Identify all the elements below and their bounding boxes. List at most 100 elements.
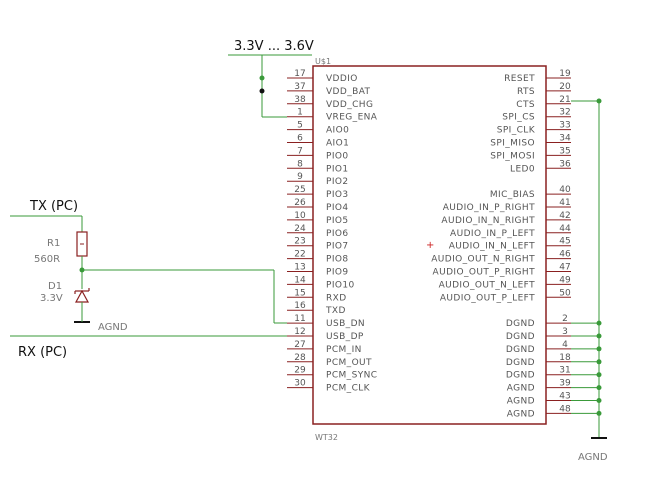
junction-dot bbox=[596, 98, 602, 104]
pin-name-right: AUDIO_IN_P_RIGHT bbox=[443, 203, 535, 213]
pin-name-left: PIO4 bbox=[326, 203, 349, 213]
junction-dot bbox=[596, 333, 602, 339]
pin-number-left: 10 bbox=[294, 211, 306, 221]
pin-number-right: 42 bbox=[559, 211, 570, 221]
pin-name-left: PIO10 bbox=[326, 280, 355, 290]
pin-name-left: PIO0 bbox=[326, 151, 349, 161]
part-value-label: WT32 bbox=[315, 433, 338, 442]
pin-number-right: 50 bbox=[559, 288, 571, 298]
pin-number-left: 14 bbox=[294, 275, 306, 285]
pin-number-left: 17 bbox=[294, 69, 305, 79]
pin-name-left: AIO0 bbox=[326, 126, 349, 136]
right-pin-group: 19RESET20RTS21CTS32SPI_CS33SPI_CLK34SPI_… bbox=[431, 69, 571, 419]
zener-diode-d1[interactable] bbox=[74, 288, 90, 303]
r1-value: 560R bbox=[34, 254, 60, 265]
supply-net: 3.3V ... 3.6V bbox=[228, 39, 314, 118]
pin-name-right: CTS bbox=[516, 100, 535, 110]
pin-name-right: SPI_CLK bbox=[497, 126, 536, 136]
pin-number-left: 22 bbox=[294, 250, 305, 260]
junction-dot bbox=[596, 398, 602, 403]
junction-dot bbox=[596, 346, 602, 352]
pin-name-left: PIO3 bbox=[326, 190, 349, 200]
pin-name-right: AUDIO_OUT_N_RIGHT bbox=[431, 255, 535, 265]
pin-number-left: 9 bbox=[297, 172, 303, 182]
part-name-label: U$1 bbox=[315, 57, 331, 66]
junction-dot bbox=[596, 359, 602, 365]
pin-number-right: 48 bbox=[559, 404, 571, 414]
pin-number-right: 32 bbox=[559, 108, 570, 118]
pin-number-right: 3 bbox=[562, 327, 568, 337]
pin-name-left: VREG_ENA bbox=[326, 113, 378, 123]
pin-name-left: VDDIO bbox=[326, 74, 358, 84]
pin-name-right: MIC_BIAS bbox=[490, 190, 535, 200]
pin-name-right: AGND bbox=[507, 397, 535, 407]
pin-name-left: VDD_CHG bbox=[326, 100, 373, 110]
pin-number-left: 11 bbox=[294, 314, 305, 324]
pin-number-right: 2 bbox=[562, 314, 568, 324]
junction-dot bbox=[596, 410, 602, 416]
agnd-right-label: AGND bbox=[578, 452, 608, 463]
pin-name-right: SPI_CS bbox=[502, 113, 535, 123]
pin-number-left: 12 bbox=[294, 327, 305, 337]
pin-number-right: 44 bbox=[559, 224, 571, 234]
pin-number-left: 29 bbox=[294, 366, 306, 376]
pin-name-left: PCM_SYNC bbox=[326, 371, 377, 381]
pin-number-right: 35 bbox=[559, 146, 570, 156]
tx-network: TX (PC) R1 560R D1 3.3V AGND bbox=[10, 199, 287, 333]
pin-name-right: RTS bbox=[517, 87, 535, 97]
pin-number-right: 43 bbox=[559, 392, 570, 402]
pin-number-right: 21 bbox=[559, 95, 570, 105]
pin-number-right: 20 bbox=[559, 82, 571, 92]
pin-number-right: 47 bbox=[559, 263, 570, 273]
pin-number-left: 24 bbox=[294, 224, 306, 234]
pin-name-right: RESET bbox=[504, 74, 535, 84]
pin-number-left: 7 bbox=[297, 146, 303, 156]
pin-name-left: PIO7 bbox=[326, 242, 349, 252]
pin-number-right: 18 bbox=[559, 353, 571, 363]
pin-name-right: DGND bbox=[506, 319, 535, 329]
junction-dot bbox=[596, 372, 602, 378]
pin-number-right: 19 bbox=[559, 69, 571, 79]
pin-name-left: PIO5 bbox=[326, 216, 349, 226]
pin-name-left: PIO2 bbox=[326, 177, 349, 187]
agnd-left-label: AGND bbox=[98, 322, 128, 333]
pin-name-right: SPI_MOSI bbox=[490, 151, 535, 161]
pin-name-left: RXD bbox=[326, 293, 347, 303]
pin-number-left: 27 bbox=[294, 340, 305, 350]
pin-number-left: 26 bbox=[294, 198, 306, 208]
pin-name-left: PIO9 bbox=[326, 268, 349, 278]
junction-dot bbox=[259, 88, 265, 94]
junction-dot bbox=[596, 385, 602, 391]
pin-name-left: TXD bbox=[325, 306, 346, 316]
rx-net: RX (PC) bbox=[10, 335, 287, 360]
pin-name-left: PCM_CLK bbox=[326, 384, 371, 394]
pin-name-right: SPI_MISO bbox=[490, 139, 535, 149]
junction-dot bbox=[596, 320, 602, 326]
pin-name-right: AUDIO_OUT_P_LEFT bbox=[440, 293, 535, 303]
pin-number-right: 34 bbox=[559, 134, 571, 144]
pin-number-left: 8 bbox=[297, 159, 303, 169]
right-bus: AGND bbox=[571, 98, 608, 463]
pin-name-right: AUDIO_IN_N_LEFT bbox=[449, 242, 535, 252]
pin-name-left: VDD_BAT bbox=[326, 87, 371, 97]
pin-name-right: AGND bbox=[507, 409, 535, 419]
pin-name-right: DGND bbox=[506, 371, 535, 381]
pin-number-left: 25 bbox=[294, 185, 305, 195]
pin-number-right: 39 bbox=[559, 379, 571, 389]
pin-number-left: 23 bbox=[294, 237, 305, 247]
pin-number-left: 5 bbox=[297, 121, 303, 131]
pin-number-left: 16 bbox=[294, 301, 306, 311]
pin-name-right: DGND bbox=[506, 345, 535, 355]
pin-name-left: PIO6 bbox=[326, 229, 349, 239]
pin-number-right: 36 bbox=[559, 159, 571, 169]
pin-number-left: 37 bbox=[294, 82, 305, 92]
pin-name-left: PCM_IN bbox=[326, 345, 362, 355]
wt32-module-body[interactable] bbox=[312, 65, 547, 425]
rx-pc-label: RX (PC) bbox=[18, 345, 67, 360]
pin-name-right: AGND bbox=[507, 384, 535, 394]
pin-number-right: 41 bbox=[559, 198, 570, 208]
pin-number-left: 1 bbox=[297, 108, 303, 118]
pin-marker: + bbox=[426, 240, 434, 251]
